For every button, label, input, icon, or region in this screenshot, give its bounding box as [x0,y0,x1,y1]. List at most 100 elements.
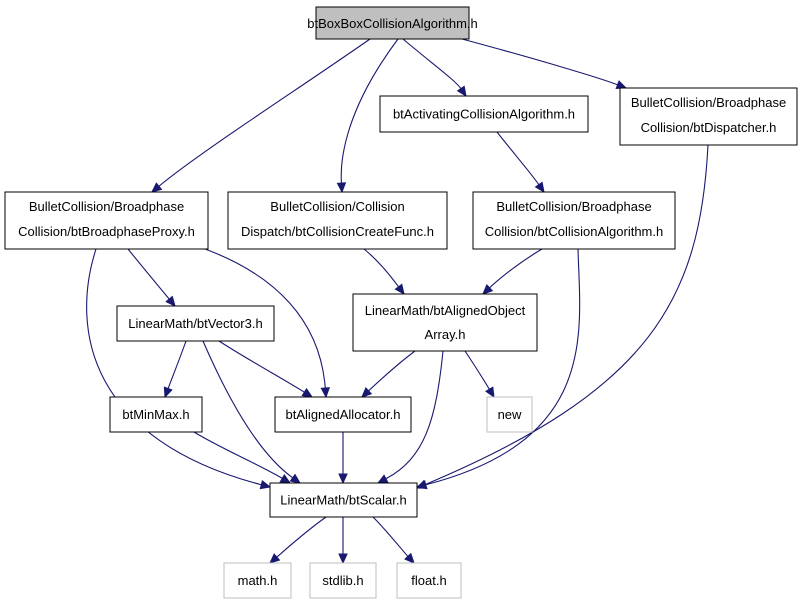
arrowhead-icon [415,480,428,490]
node-layer: btBoxBoxCollisionAlgorithm.h btActivatin… [4,6,798,599]
edge-line [193,431,283,479]
arrowhead-icon [151,182,163,193]
arrowhead-icon [165,295,176,307]
node-createfunc-label-2: Dispatch/btCollisionCreateFunc.h [241,224,434,239]
edge-line [276,516,327,558]
arrowhead-icon [163,386,173,399]
edge-vector3-to-alignedalloc [218,340,314,398]
edge-scalar-to-math [269,516,327,564]
edge-scalar-to-stdlib [338,517,348,565]
edge-line [425,144,709,486]
arrowhead-icon [376,474,389,484]
node-alignedarray[interactable]: LinearMath/btAlignedObject Array.h [352,293,538,352]
edge-root-to-createfunc [336,38,399,194]
edge-collisionalgo-to-alignedarray [482,248,543,295]
arrowhead-icon [534,181,545,194]
edge-line [218,340,305,393]
edge-line [204,248,326,389]
arrowhead-icon [336,182,347,194]
edge-alignedarray-to-new [464,350,495,399]
edge-scalar-to-float [372,516,415,564]
node-minmax[interactable]: btMinMax.h [109,396,203,433]
edge-line [425,248,581,486]
edge-broadphaseproxy-to-alignedalloc [204,248,331,399]
node-dispatcher-label-1: BulletCollision/Broadphase [631,95,786,110]
node-new-label: new [498,407,522,422]
node-root-label: btBoxBoxCollisionAlgorithm.h [307,16,478,31]
edge-line [340,38,399,184]
edge-activating-to-collisionalgo [496,131,545,194]
arrowhead-icon [301,387,314,398]
edge-broadphaseproxy-to-scalar [86,248,272,490]
node-createfunc[interactable]: BulletCollision/Collision Dispatch/btCol… [227,191,448,250]
edge-line [489,248,543,289]
node-broadphaseproxy-label-2: Collision/btBroadphaseProxy.h [18,224,195,239]
node-stdlib-label: stdlib.h [322,573,363,588]
arrowhead-icon [279,474,292,484]
node-float[interactable]: float.h [396,562,462,599]
node-activating-label: btActivatingCollisionAlgorithm.h [393,107,575,122]
edge-collisionalgo-to-scalar [415,248,581,490]
edge-vector3-to-scalar [202,340,302,484]
node-stdlib[interactable]: stdlib.h [309,562,377,599]
arrowhead-icon [269,553,281,564]
edge-vector3-to-minmax [163,340,187,399]
node-minmax-label: btMinMax.h [122,407,189,422]
arrowhead-icon [404,552,415,564]
arrowhead-icon [320,387,331,399]
node-createfunc-label-1: BulletCollision/Collision [270,199,404,214]
edge-root-to-dispatcher [461,38,628,90]
edge-alignedalloc-to-scalar [338,432,348,485]
node-dispatcher-label-2: Collision/btDispatcher.h [641,120,777,135]
node-new[interactable]: new [486,396,533,433]
node-float-label: float.h [411,573,446,588]
arrowhead-icon [289,473,302,484]
edge-line [167,340,187,389]
edge-root-to-broadphaseproxy [151,38,371,193]
node-math-label: math.h [238,573,278,588]
edge-line [496,131,540,185]
node-alignedalloc-label: btAlignedAllocator.h [286,407,401,422]
node-collisionalgo[interactable]: BulletCollision/Broadphase Collision/btC… [472,191,676,250]
edge-line [363,248,400,288]
node-activating[interactable]: btActivatingCollisionAlgorithm.h [379,95,589,133]
node-vector3-label: LinearMath/btVector3.h [128,316,262,331]
edge-layer [86,38,709,565]
arrowhead-icon [482,284,494,295]
arrowhead-icon [259,479,272,490]
arrowhead-icon [361,387,373,398]
edge-line [127,248,170,300]
arrowhead-icon [338,553,348,565]
node-broadphaseproxy[interactable]: BulletCollision/Broadphase Collision/btB… [4,191,209,250]
node-alignedalloc[interactable]: btAlignedAllocator.h [274,396,412,433]
arrowhead-icon [485,386,495,399]
node-scalar[interactable]: LinearMath/btScalar.h [269,482,418,518]
edge-line [464,350,490,390]
arrowhead-icon [338,473,348,485]
node-broadphaseproxy-label-1: BulletCollision/Broadphase [29,199,184,214]
node-alignedarray-label-1: LinearMath/btAlignedObject [365,303,526,318]
node-math[interactable]: math.h [223,562,292,599]
edge-line [202,340,293,479]
node-scalar-label: LinearMath/btScalar.h [280,493,406,508]
node-vector3[interactable]: LinearMath/btVector3.h [116,305,275,342]
edge-line [158,38,371,187]
edge-minmax-to-scalar [193,431,292,484]
arrowhead-icon [615,80,628,90]
edge-line [368,350,416,392]
edge-broadphaseproxy-to-vector3 [127,248,176,307]
edge-line [402,38,462,89]
edge-alignedarray-to-alignedalloc [361,350,416,398]
edge-line [461,38,618,86]
node-root[interactable]: btBoxBoxCollisionAlgorithm.h [307,6,478,40]
node-dispatcher[interactable]: BulletCollision/Broadphase Collision/btD… [619,87,798,146]
node-collisionalgo-label-2: Collision/btCollisionAlgorithm.h [485,224,663,239]
edge-line [372,516,409,557]
arrowhead-icon [456,85,467,98]
edge-createfunc-to-alignedarray [363,248,405,295]
edge-line [86,248,262,486]
arrowhead-icon [394,283,405,295]
edge-root-to-activating [402,38,467,98]
node-alignedarray-label-2: Array.h [425,327,466,342]
